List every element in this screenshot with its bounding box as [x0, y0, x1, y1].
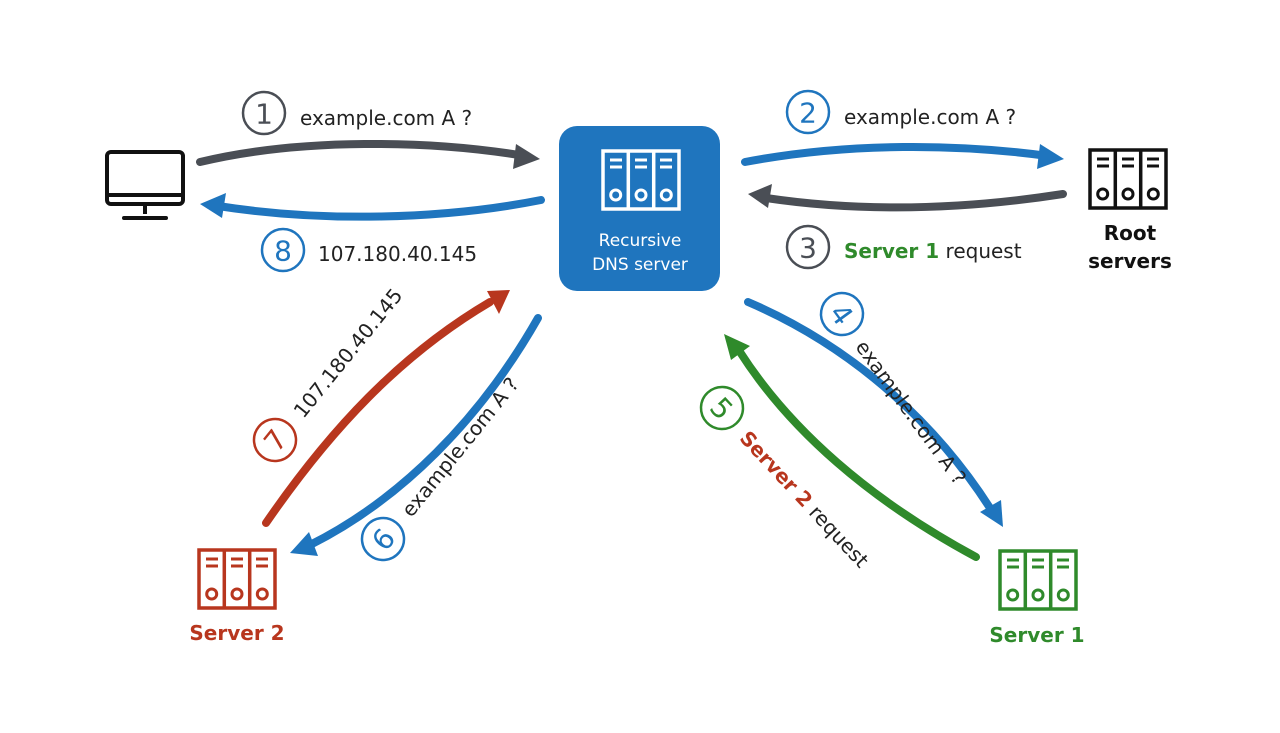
server-1-node: Server 1 — [989, 549, 1085, 647]
step-1-label: 1 example.com A ? — [241, 90, 472, 136]
step-6-label: 6 example.com A ? — [360, 372, 524, 562]
step-3-number: 3 — [799, 232, 817, 265]
computer-monitor-icon — [105, 150, 185, 220]
step-6-text: example.com A ? — [397, 372, 524, 521]
root-label-line2: servers — [1088, 249, 1172, 273]
server-rack-icon — [197, 548, 277, 610]
root-label-line1: Root — [1104, 221, 1157, 245]
recursive-dns-server: Recursive DNS server — [559, 126, 720, 291]
server-2-label: Server 2 — [189, 621, 284, 645]
client-computer — [105, 150, 185, 220]
step-3-label: 3 Server 1 request — [785, 224, 1022, 270]
step-8-label: 8 107.180.40.145 — [260, 227, 477, 273]
step-2-text: example.com A ? — [844, 105, 1016, 129]
step-4-text: example.com A ? — [851, 336, 972, 489]
step-2-number: 2 — [799, 97, 817, 130]
arrow-step-7 — [262, 290, 510, 527]
server-2-node: Server 2 — [189, 548, 285, 645]
resolver-label-line1: Recursive — [599, 231, 682, 251]
step-8-text: 107.180.40.145 — [318, 242, 477, 266]
server-rack-icon — [1088, 148, 1168, 210]
step-3-text: request — [939, 239, 1022, 263]
arrow-step-6 — [290, 314, 542, 556]
step-6-number: 6 — [365, 522, 402, 557]
step-1-text: example.com A ? — [300, 106, 472, 130]
step-3-highlight: Server 1 — [844, 239, 939, 263]
step-5-highlight: Server 2 — [735, 426, 817, 512]
svg-text:Server 2 request: Server 2 request — [735, 426, 874, 572]
root-servers: Root servers — [1088, 148, 1172, 273]
step-2-label: 2 example.com A ? — [785, 89, 1016, 135]
server-1-label: Server 1 — [989, 623, 1084, 647]
step-8-number: 8 — [274, 235, 292, 268]
resolver-label-line2: DNS server — [592, 255, 688, 275]
server-rack-icon — [998, 549, 1078, 611]
step-7-number: 7 — [257, 423, 294, 458]
step-4-number: 4 — [823, 298, 860, 332]
arrow-step-5 — [724, 334, 980, 561]
svg-text:Server 1 request: Server 1 request — [844, 239, 1022, 263]
arrow-step-4 — [744, 298, 1003, 527]
arrow-step-1 — [196, 139, 540, 169]
arrow-step-2 — [741, 142, 1064, 169]
step-5-number: 5 — [703, 391, 739, 427]
arrow-step-8 — [200, 193, 545, 221]
step-7-text: 107.180.40.145 — [289, 284, 408, 423]
step-1-number: 1 — [255, 98, 273, 131]
arrow-step-3 — [748, 184, 1067, 212]
step-5-text: request — [800, 496, 874, 573]
